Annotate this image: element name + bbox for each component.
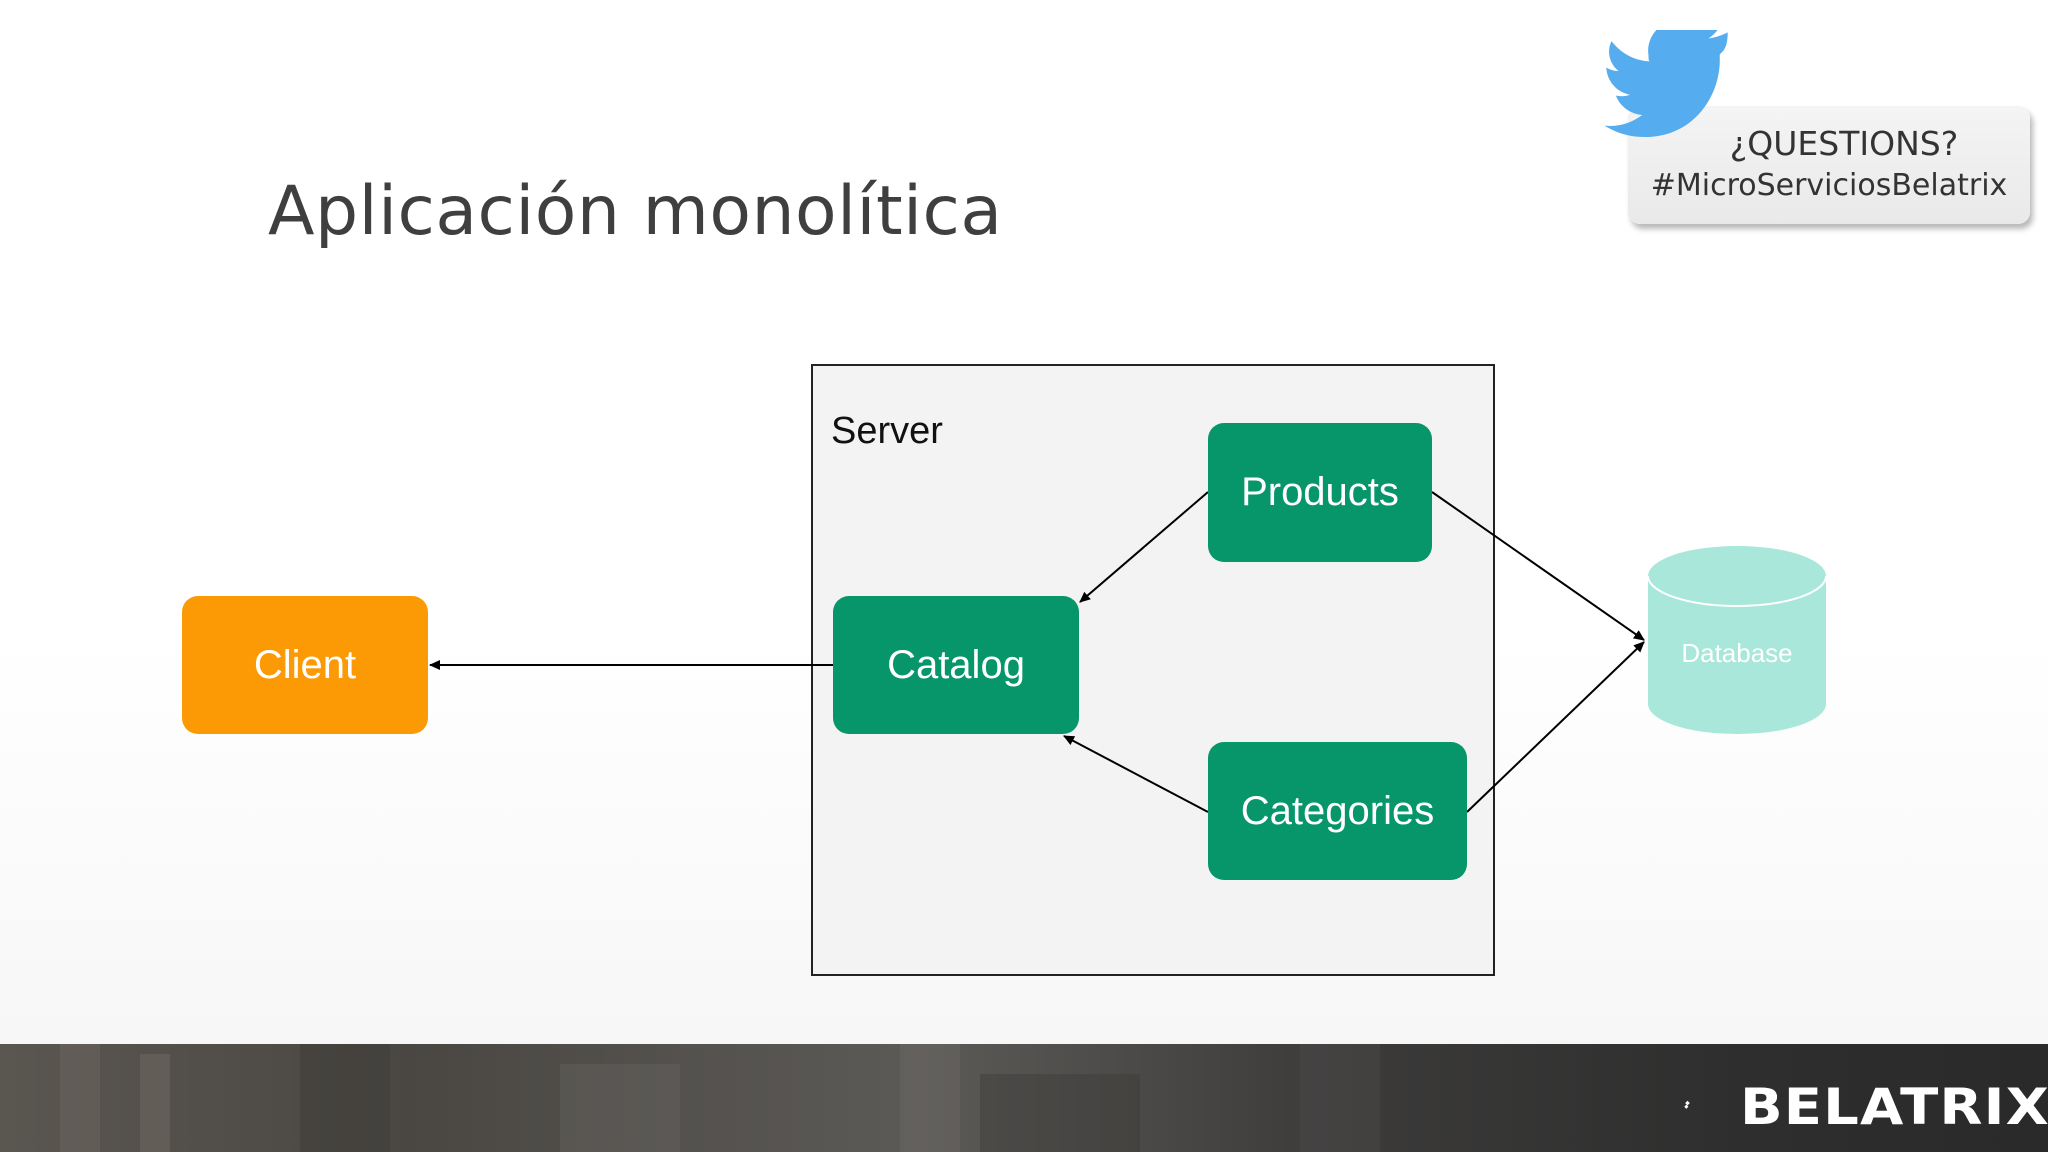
server-label: Server [831, 410, 943, 452]
badge-questions-text: ¿QUESTIONS? [1729, 124, 1959, 163]
questions-badge: ¿QUESTIONS? #MicroServiciosBelatrix [1628, 106, 2030, 224]
database-cylinder-icon [1648, 546, 1826, 734]
edge-products-to-database [1431, 491, 1645, 641]
slide-title: Aplicación monolítica [268, 172, 1003, 251]
catalog-node: Catalog [833, 596, 1079, 734]
twitter-bird-icon [1604, 30, 1728, 138]
edge-products-to-catalog [1079, 491, 1209, 603]
categories-node: Categories [1208, 742, 1467, 880]
footer-band [0, 1044, 2048, 1152]
footer-photo-texture [60, 1044, 1380, 1152]
belatrix-brand-text: BELATRIX [1740, 1078, 2048, 1136]
badge-hashtag-text: #MicroServiciosBelatrix [1650, 168, 2008, 203]
edge-categories-to-catalog [1063, 735, 1209, 813]
edge-categories-to-database [1466, 641, 1645, 813]
products-node: Products [1208, 423, 1432, 562]
client-node: Client [182, 596, 428, 734]
database-label: Database [1681, 638, 1793, 668]
belatrix-diamond-logo-icon [1684, 1100, 1690, 1109]
